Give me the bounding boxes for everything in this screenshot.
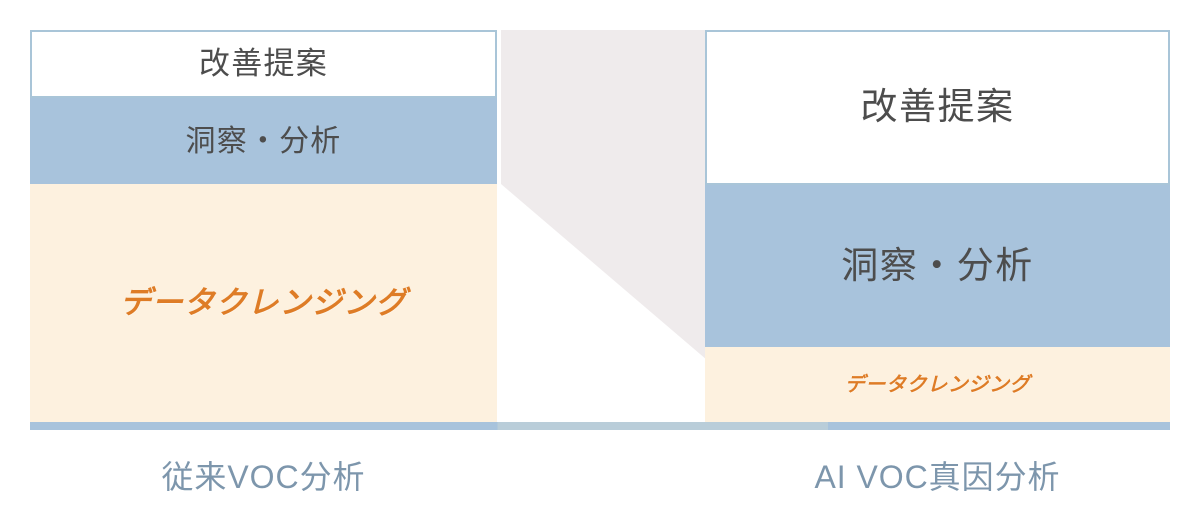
baseline-rule-shade <box>30 422 1170 430</box>
caption-conventional-voc: 従来VOC分析 <box>161 459 366 495</box>
panel-conventional-voc: 改善提案 洞察・分析 データクレンジング <box>30 30 497 422</box>
caption-ai-voc: AI VOC真因分析 <box>814 459 1061 495</box>
connector-shape <box>501 30 707 360</box>
baseline-rule <box>30 422 1170 430</box>
band-label-proposal: 改善提案 <box>860 86 1015 128</box>
panel-ai-voc: 改善提案 洞察・分析 データクレンジング <box>705 30 1170 422</box>
band-label-insight: 洞察・分析 <box>841 244 1034 286</box>
band-proposal-conventional[interactable]: 改善提案 <box>30 30 497 98</box>
band-label-cleansing: データクレンジング <box>844 373 1031 396</box>
band-proposal-ai[interactable]: 改善提案 <box>705 30 1170 185</box>
band-label-insight: 洞察・分析 <box>185 124 342 158</box>
band-label-proposal: 改善提案 <box>199 45 328 81</box>
band-insight-conventional[interactable]: 洞察・分析 <box>30 98 497 184</box>
band-cleansing-conventional[interactable]: データクレンジング <box>30 184 497 422</box>
band-cleansing-ai[interactable]: データクレンジング <box>705 347 1170 422</box>
band-insight-ai[interactable]: 洞察・分析 <box>705 185 1170 347</box>
band-label-cleansing: データクレンジング <box>119 284 408 320</box>
